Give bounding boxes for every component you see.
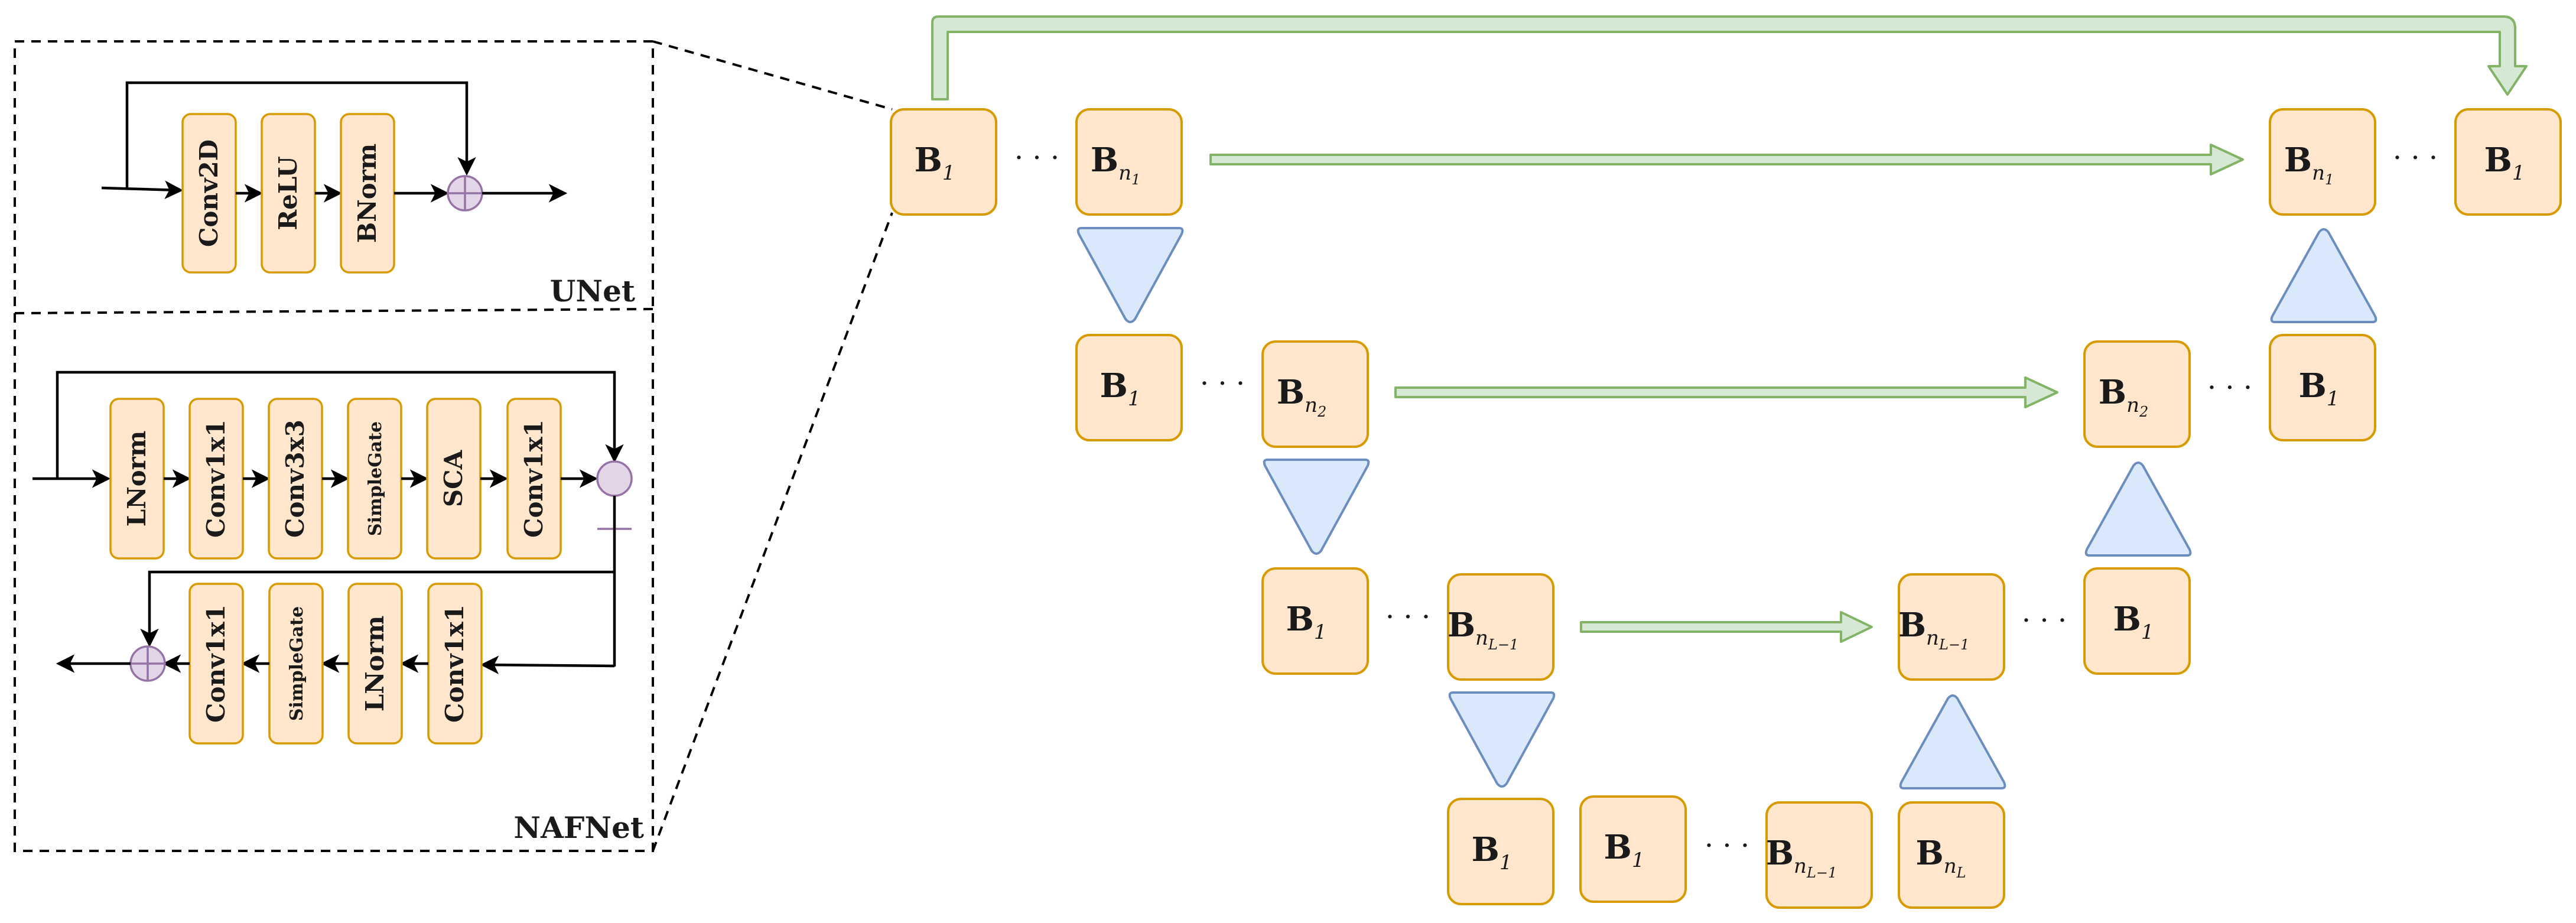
unet-bnorm-block: BNorm [340, 113, 395, 274]
enc-l1-block-last: Bn1 [1075, 108, 1183, 216]
dec-l3-ellipsis: · · · [2022, 604, 2067, 637]
svg-text:B1: B1 [2113, 600, 2154, 644]
svg-text:SimpleGate: SimpleGate [287, 606, 307, 721]
svg-text:Conv1x1: Conv1x1 [201, 604, 230, 723]
dec-l1-ellipsis: · · · [2393, 141, 2438, 174]
svg-text:Bn1: Bn1 [2284, 141, 2334, 188]
bottleneck-ellipsis: · · · [1705, 829, 1749, 862]
nafnet-block-detail: NAFNet LNorm Conv1x1 Conv3x3 SimpleGate … [32, 370, 644, 845]
svg-text:SimpleGate: SimpleGate [365, 421, 386, 536]
nafnet-title: NAFNet [513, 810, 644, 845]
svg-text:B1: B1 [2484, 141, 2525, 185]
enc-l2-block-first: B1 [1075, 334, 1183, 441]
svg-text:BnL−1: BnL−1 [1898, 606, 1970, 653]
dec-l1-block-last: B1 [2454, 108, 2562, 216]
svg-text:ReLU: ReLU [274, 156, 303, 230]
svg-text:B1: B1 [1286, 600, 1327, 644]
enc-l1-block-first: B1 [890, 108, 997, 216]
unet-input-wire [101, 180, 184, 199]
enc-l2-ellipsis: · · · [1200, 367, 1245, 400]
upsample-l1 [2270, 228, 2377, 323]
nafnet-conv1x1-block-4: Conv1x1 [188, 583, 244, 745]
svg-text:Conv1x1: Conv1x1 [201, 420, 230, 538]
svg-text:Conv1x1: Conv1x1 [440, 604, 469, 723]
nafnet-simplegate-block-1: SimpleGate [347, 398, 402, 560]
nafnet-skip-wire-2 [140, 570, 614, 648]
dec-l2-block-last: B1 [2269, 334, 2376, 441]
nafnet-sum-node-2 [129, 645, 166, 682]
panel-divider [14, 308, 653, 314]
nafnet-skip-wire-1 [56, 370, 624, 479]
unet-conv2d-block: Conv2D [181, 113, 237, 274]
enc-l3-block-last: BnL−1 [1447, 573, 1554, 681]
svg-text:BnL: BnL [1915, 834, 1966, 881]
nafnet-conv1x1-block-2: Conv1x1 [506, 398, 562, 560]
dec-l2-ellipsis: · · · [2207, 371, 2252, 404]
downsample-l3 [1448, 691, 1556, 788]
enc-l3-ellipsis: · · · [1385, 600, 1430, 633]
bottleneck-block-1: B1 [1447, 798, 1554, 905]
nafnet-conv1x1-block-1: Conv1x1 [188, 398, 244, 560]
unet-relu-block: ReLU [261, 113, 316, 274]
zoom-line-top [652, 40, 893, 110]
detail-panel-frame [14, 40, 654, 852]
svg-text:B1: B1 [1100, 366, 1141, 411]
downsample-l2 [1263, 459, 1370, 555]
svg-text:B1: B1 [1604, 828, 1645, 872]
unet-sum-node [447, 175, 483, 212]
enc-l2-block-last: Bn2 [1261, 340, 1369, 448]
skip-connection-l3 [1580, 611, 1873, 643]
dec-l3-block-last: B1 [2083, 567, 2191, 675]
upsample-l3 [1899, 694, 2006, 789]
bottleneck-block-2: B1 [1579, 795, 1687, 903]
enc-l1-ellipsis: · · · [1014, 141, 1059, 174]
svg-text:Conv3x3: Conv3x3 [281, 420, 310, 538]
zoom-line-bottom [652, 212, 893, 852]
unet-block-detail: UNet Conv2D ReLU BNorm [101, 81, 635, 308]
svg-text:BNorm: BNorm [353, 144, 382, 243]
svg-text:BnL−1: BnL−1 [1766, 834, 1837, 881]
nafnet-lnorm-block-2: LNorm [347, 583, 403, 745]
bottleneck-block-3: BnL−1 [1765, 801, 1873, 909]
dec-l1-block-first: Bn1 [2269, 108, 2376, 216]
downsample-l1 [1076, 227, 1184, 323]
svg-text:Conv1x1: Conv1x1 [519, 420, 548, 538]
svg-text:B1: B1 [915, 141, 955, 185]
svg-text:Bn2: Bn2 [1277, 373, 1327, 420]
skip-connection-l1 [1209, 144, 2244, 176]
skip-connection-outer [931, 15, 2528, 100]
nafnet-return-wire [480, 655, 615, 674]
svg-text:Conv2D: Conv2D [194, 139, 223, 247]
svg-text:B1: B1 [1472, 830, 1513, 875]
svg-text:SCA: SCA [439, 449, 468, 507]
upsample-l2 [2084, 462, 2192, 557]
detail-panel [14, 40, 893, 852]
svg-text:LNorm: LNorm [360, 616, 389, 712]
unet-title: UNet [550, 274, 635, 308]
nafnet-conv1x1-block-3: Conv1x1 [427, 583, 483, 745]
dec-l2-block-first: Bn2 [2083, 340, 2191, 448]
u-architecture: B1 · · · Bn1 Bn1 · · · B1 B1 · · · Bn2 [890, 15, 2562, 909]
unet-skip-wire [125, 81, 476, 189]
nafnet-simplegate-block-2: SimpleGate [268, 583, 324, 745]
skip-connection-l2 [1394, 376, 2058, 408]
svg-text:Bn2: Bn2 [2099, 373, 2149, 420]
dec-l3-block-first: BnL−1 [1898, 573, 2005, 681]
svg-text:BnL−1: BnL−1 [1448, 606, 1519, 653]
svg-text:LNorm: LNorm [122, 431, 151, 527]
svg-text:Bn1: Bn1 [1091, 141, 1141, 188]
svg-text:B1: B1 [2299, 366, 2340, 411]
nafnet-conv3x3-block: Conv3x3 [268, 398, 323, 560]
nafnet-sca-block: SCA [426, 398, 482, 560]
bottleneck-block-4: BnL [1898, 801, 2005, 909]
nafnet-lnorm-block: LNorm [109, 398, 165, 560]
enc-l3-block-first: B1 [1261, 567, 1369, 675]
